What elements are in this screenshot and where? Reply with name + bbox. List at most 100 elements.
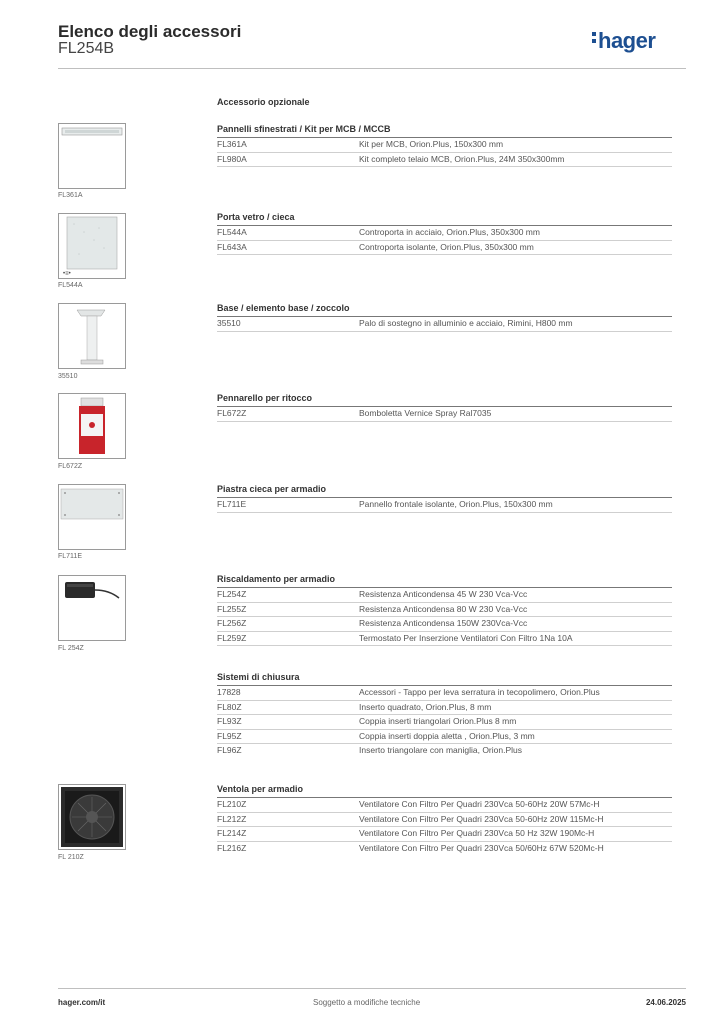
product-description: Resistenza Anticondensa 150W 230Vca-Vcc (359, 618, 528, 628)
logo-text: hager (598, 28, 656, 53)
fan-icon (58, 784, 126, 850)
product-code: FL254Z (217, 589, 247, 599)
product-description: Kit per MCB, Orion.Plus, 150x300 mm (359, 139, 504, 149)
product-code: FL95Z (217, 730, 242, 741)
table-row: FL216Z Ventilatore Con Filtro Per Quadri … (217, 842, 672, 856)
product-code: FL980A (217, 153, 247, 164)
thumb-caption: FL 254Z (58, 645, 84, 652)
group-title: Base / elemento base / zoccolo (217, 303, 672, 317)
product-description: Inserto triangolare con maniglia, Orion.… (359, 745, 522, 755)
accessory-group: Base / elemento base / zoccolo 35510 Palo… (217, 303, 672, 332)
group-title: Sistemi di chiusura (217, 672, 672, 686)
product-code: 17828 (217, 687, 241, 697)
product-description: Ventilatore Con Filtro Per Quadri 230Vca… (359, 813, 604, 824)
panel-strip-icon (58, 123, 126, 189)
thumb-caption: FL544A (58, 282, 83, 289)
footer-divider (58, 988, 686, 989)
table-row: FL256Z Resistenza Anticondensa 150W 230Vc… (217, 617, 672, 632)
table-row: FL259Z Termostato Per Inserzione Ventilat… (217, 632, 672, 646)
product-code: FL212Z (217, 813, 247, 824)
product-code: FL672Z (217, 408, 247, 418)
table-row: FL980A Kit completo telaio MCB, Orion.Plu… (217, 153, 672, 167)
group-title: Ventola per armadio (217, 784, 672, 798)
thumb-caption: 35510 (58, 373, 78, 380)
product-description: Coppia inserti triangolari Orion.Plus 8 … (359, 716, 517, 726)
product-description: Accessori - Tappo per leva serratura in … (359, 687, 600, 697)
product-description: Resistenza Anticondensa 80 W 230 Vca-Vcc (359, 603, 528, 614)
table-row: FL80Z Inserto quadrato, Orion.Plus, 8 mm (217, 701, 672, 715)
heater-icon (58, 575, 126, 641)
product-description: Ventilatore Con Filtro Per Quadri 230Vca… (359, 842, 604, 853)
header-divider (58, 68, 686, 69)
product-code: FL96Z (217, 745, 242, 755)
product-description: Bomboletta Vernice Spray Ral7035 (359, 408, 492, 418)
product-description: Pannello frontale isolante, Orion.Plus, … (359, 499, 553, 509)
product-description: Inserto quadrato, Orion.Plus, 8 mm (359, 701, 492, 712)
table-row: FL361A Kit per MCB, Orion.Plus, 150x300 m… (217, 138, 672, 153)
accessory-group: Pannelli sfinestrati / Kit per MCB / MCC… (217, 124, 672, 167)
product-code: FL643A (217, 241, 247, 252)
table-row: FL212Z Ventilatore Con Filtro Per Quadri … (217, 813, 672, 827)
accessory-group: Riscaldamento per armadio FL254Z Resisten… (217, 574, 672, 646)
product-description: Controporta isolante, Orion.Plus, 350x30… (359, 241, 534, 252)
accessory-group: Sistemi di chiusura 17828 Accessori - Tap… (217, 672, 672, 758)
thumb-caption: FL672Z (58, 463, 83, 470)
door-icon: •≡• (58, 213, 126, 279)
table-row: 17828 Accessori - Tappo per leva serratur… (217, 686, 672, 701)
thumb-caption: FL711E (58, 553, 82, 560)
product-code: 35510 (217, 318, 241, 328)
product-description: Coppia inserti doppia aletta , Orion.Plu… (359, 730, 535, 741)
section-label: Accessorio opzionale (217, 97, 310, 107)
product-code: FL210Z (217, 799, 247, 809)
product-code: FL544A (217, 227, 247, 237)
logo-colon-icon (592, 29, 598, 46)
accessory-group: Porta vetro / cieca FL544A Controporta in… (217, 212, 672, 255)
product-description: Controporta in acciaio, Orion.Plus, 350x… (359, 227, 540, 237)
table-row: FL96Z Inserto triangolare con maniglia, O… (217, 744, 672, 758)
table-row: FL95Z Coppia inserti doppia aletta , Orio… (217, 730, 672, 744)
table-row: FL254Z Resistenza Anticondensa 45 W 230 V… (217, 588, 672, 603)
table-row: FL643A Controporta isolante, Orion.Plus, … (217, 241, 672, 255)
hager-logo: hager (592, 28, 656, 54)
product-description: Ventilatore Con Filtro Per Quadri 230Vca… (359, 828, 595, 838)
product-code: FL361A (217, 139, 247, 149)
product-description: Kit completo telaio MCB, Orion.Plus, 24M… (359, 153, 565, 164)
table-row: FL672Z Bomboletta Vernice Spray Ral7035 (217, 407, 672, 422)
table-row: FL93Z Coppia inserti triangolari Orion.Pl… (217, 715, 672, 730)
product-description: Ventilatore Con Filtro Per Quadri 230Vca… (359, 799, 600, 809)
product-code: FL256Z (217, 618, 247, 628)
footer-date: 24.06.2025 (645, 998, 686, 1007)
product-code: FL259Z (217, 632, 247, 643)
product-code: FL214Z (217, 828, 247, 838)
group-title: Pannelli sfinestrati / Kit per MCB / MCC… (217, 124, 672, 138)
product-code: FL216Z (217, 842, 247, 853)
accessory-group: Ventola per armadio FL210Z Ventilatore Co… (217, 784, 672, 855)
table-row: 35510 Palo di sostegno in alluminio e acc… (217, 317, 672, 332)
thumb-caption: FL 210Z (58, 854, 84, 861)
table-row: FL544A Controporta in acciaio, Orion.Plus… (217, 226, 672, 241)
spray-can-icon (58, 393, 126, 459)
product-code: FL80Z (217, 701, 242, 712)
group-title: Riscaldamento per armadio (217, 574, 672, 588)
table-row: FL214Z Ventilatore Con Filtro Per Quadri … (217, 827, 672, 842)
svg-text:•≡•: •≡• (63, 271, 71, 277)
product-description: Palo di sostegno in alluminio e acciaio,… (359, 318, 573, 328)
thumb-caption: FL361A (58, 192, 83, 199)
group-title: Porta vetro / cieca (217, 212, 672, 226)
footer-disclaimer: Soggetto a modifiche tecniche (313, 998, 421, 1007)
product-code: FL93Z (217, 716, 242, 726)
accessory-group: Pennarello per ritocco FL672Z Bomboletta … (217, 393, 672, 422)
page-subtitle: FL254B (58, 40, 115, 57)
footer-website-link[interactable]: hager.com/it (58, 998, 106, 1007)
pole-icon (58, 303, 126, 369)
table-row: FL711E Pannello frontale isolante, Orion.… (217, 498, 672, 513)
group-title: Piastra cieca per armadio (217, 484, 672, 498)
product-description: Resistenza Anticondensa 45 W 230 Vca-Vcc (359, 589, 528, 599)
product-description: Termostato Per Inserzione Ventilatori Co… (359, 632, 573, 643)
accessory-group: Piastra cieca per armadio FL711E Pannello… (217, 484, 672, 513)
table-row: FL210Z Ventilatore Con Filtro Per Quadri … (217, 798, 672, 813)
group-title: Pennarello per ritocco (217, 393, 672, 407)
product-code: FL711E (217, 499, 247, 509)
blank-plate-icon (58, 484, 126, 550)
